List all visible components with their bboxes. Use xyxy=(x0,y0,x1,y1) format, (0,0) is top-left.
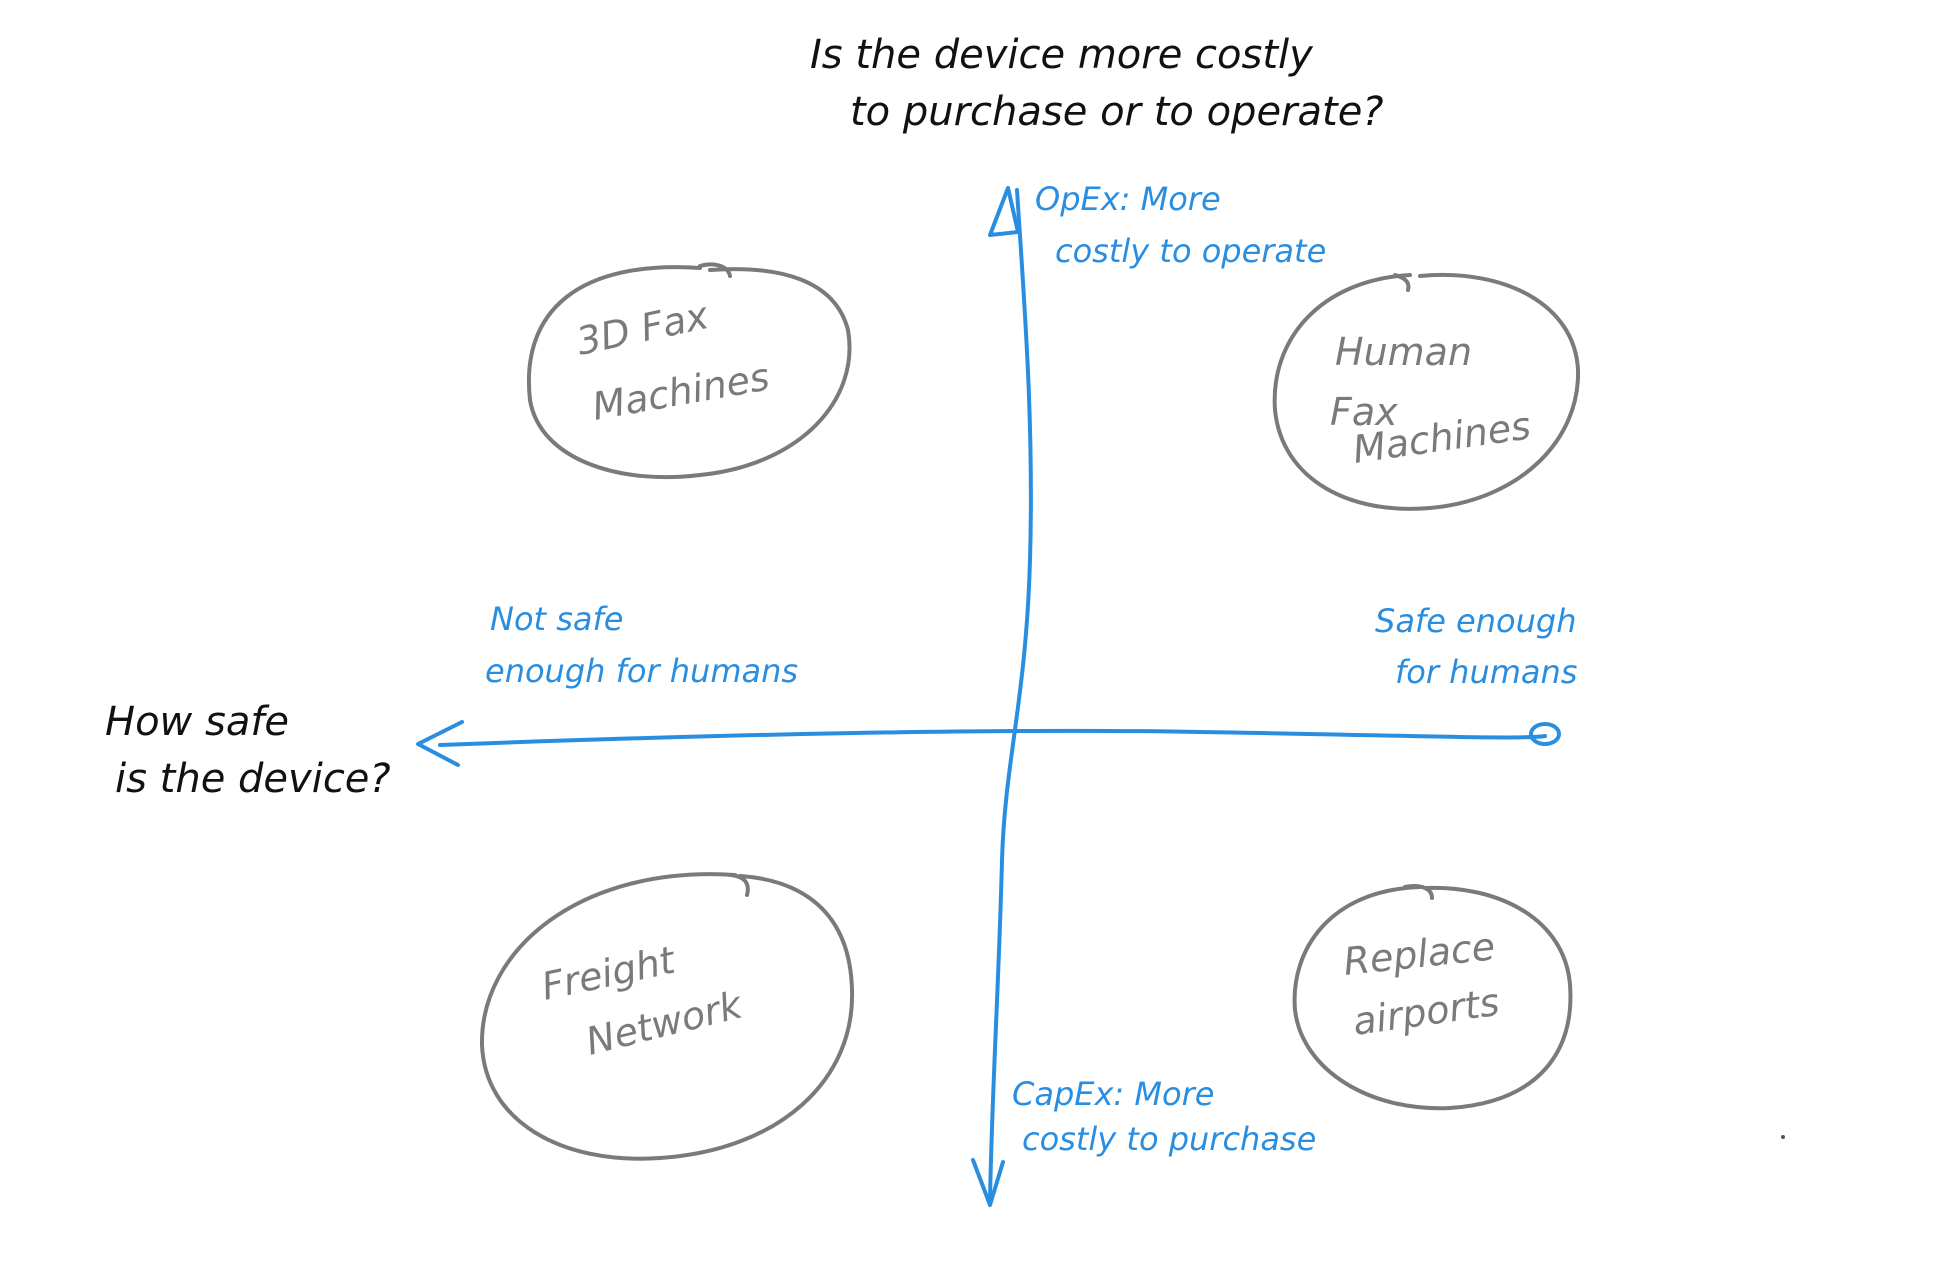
bottom-axis-label-line1: CapEx: More xyxy=(1012,1075,1214,1113)
top-axis-label-line1: OpEx: More xyxy=(1035,180,1221,218)
quadrant-top-left-line2: Machines xyxy=(589,354,773,428)
left-axis-label-line2: enough for humans xyxy=(485,652,798,690)
horizontal-axis-question-line1: How safe xyxy=(105,699,289,745)
quadrant-bottom-right-line2: airports xyxy=(1350,980,1502,1044)
quadrant-bottom-right-bubble: Replace airports xyxy=(1292,884,1573,1111)
stray-dot xyxy=(1781,1135,1785,1139)
bottom-axis-label-line2: costly to purchase xyxy=(1022,1120,1316,1158)
quadrant-top-right-line2: Fax xyxy=(1330,390,1398,434)
quadrant-bottom-right-line1: Replace xyxy=(1341,924,1497,984)
vertical-axis-line xyxy=(988,188,1033,1202)
quadrant-bottom-left-line1: Freight xyxy=(538,937,681,1008)
quadrant-top-right-line1: Human xyxy=(1335,330,1472,374)
vertical-axis-question-line2: to purchase or to operate? xyxy=(850,89,1384,135)
quadrant-bottom-left-bubble: Freight Network xyxy=(479,872,855,1161)
vertical-axis-question-line1: Is the device more costly xyxy=(810,32,1314,78)
quadrant-top-left-line1: 3D Fax xyxy=(573,293,713,364)
top-axis-label-line2: costly to operate xyxy=(1055,232,1326,270)
vertical-axis-up-arrow xyxy=(988,186,1020,237)
horizontal-axis-question-line2: is the device? xyxy=(115,756,391,802)
horizontal-axis-line xyxy=(438,728,1547,747)
right-axis-label-line2: for humans xyxy=(1395,653,1577,691)
quadrant-top-right-bubble: Human Fax Machines xyxy=(1272,273,1581,511)
right-axis-label-line1: Safe enough xyxy=(1375,602,1576,640)
vertical-axis-down-arrow xyxy=(971,1158,1005,1207)
quadrant-top-left-bubble: 3D Fax Machines xyxy=(526,262,852,480)
left-axis-label-line1: Not safe xyxy=(490,600,623,638)
horizontal-axis-left-arrow xyxy=(416,720,464,767)
horizontal-axis-right-arrow xyxy=(1529,722,1561,746)
